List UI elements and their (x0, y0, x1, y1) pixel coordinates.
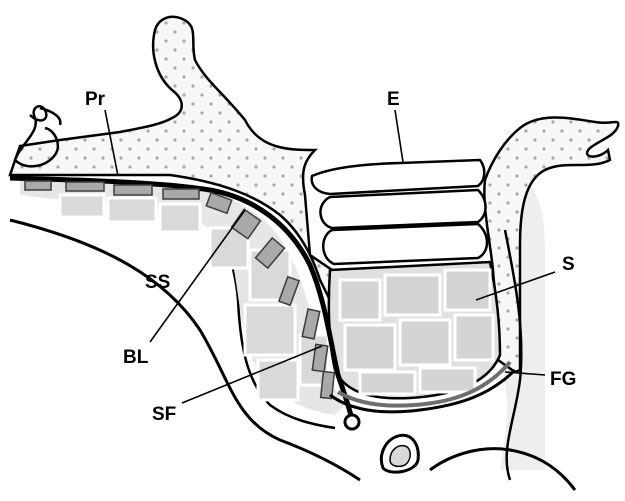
label-sf: SF (152, 404, 176, 425)
label-bl: BL (123, 347, 149, 368)
bone-blocks-right (340, 270, 493, 394)
dotted-tissue-right (484, 118, 618, 373)
small-foramen (345, 415, 359, 429)
leader-e (395, 110, 403, 162)
label-s: S (562, 254, 575, 275)
label-ss: SS (145, 272, 170, 293)
label-e: E (387, 89, 400, 110)
E-plates (312, 160, 487, 264)
label-pr: Pr (85, 89, 106, 110)
label-fg: FG (550, 369, 576, 390)
